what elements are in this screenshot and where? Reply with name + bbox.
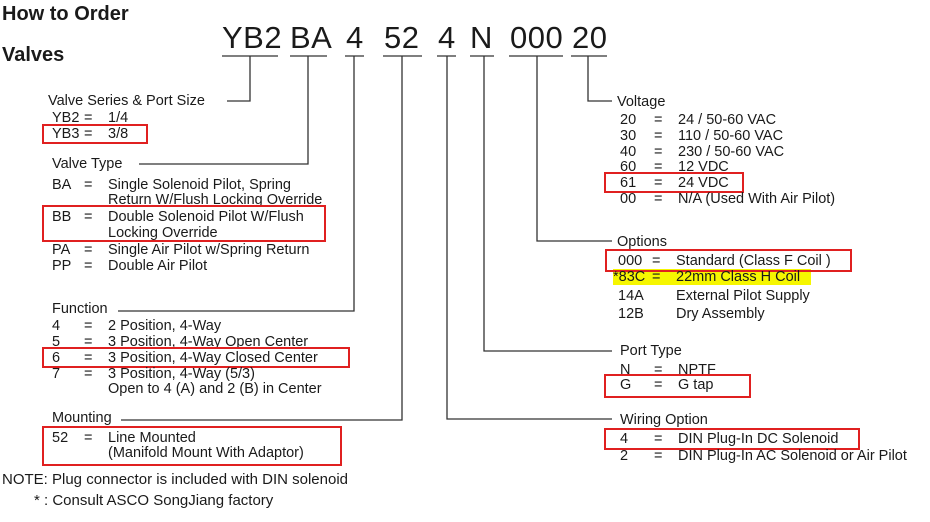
list-item: BA=Single Solenoid Pilot, Spring: [52, 177, 291, 193]
list-item: 60=12 VDC: [620, 159, 729, 175]
port-type-label: Port Type: [620, 343, 682, 359]
list-item: 6=3 Position, 4-Way Closed Center: [52, 350, 318, 366]
highlight-box-options-000: [605, 249, 852, 272]
leader-series: [227, 56, 251, 102]
list-item: 4=2 Position, 4-Way: [52, 318, 222, 334]
code-seg-type: BA: [290, 20, 333, 55]
list-item: 4=DIN Plug-In DC Solenoid: [620, 431, 839, 447]
highlight-box-wiring-4: [604, 428, 860, 450]
leader-options: [536, 56, 612, 242]
list-item-cont: Open to 4 (A) and 2 (B) in Center: [108, 381, 322, 397]
code-seg-function: 4: [346, 20, 364, 55]
list-item: 2=DIN Plug-In AC Solenoid or Air Pilot: [620, 448, 907, 464]
leader-wiring: [446, 56, 612, 420]
highlight-box-port-g: [604, 374, 751, 398]
list-item: YB2=1/4: [52, 110, 129, 126]
list-item: 40=230 / 50-60 VAC: [620, 144, 785, 160]
highlight-83c: [613, 269, 811, 285]
footnote-text: * : Consult ASCO SongJiang factory: [34, 492, 274, 509]
code-seg-mounting: 52: [384, 20, 420, 55]
highlight-box-yb3: [42, 124, 148, 144]
code-seg-options: 000: [510, 20, 564, 55]
valve-type-label: Valve Type: [52, 156, 123, 172]
function-label: Function: [52, 301, 108, 317]
code-seg-series: YB2: [222, 20, 283, 55]
code-seg-voltage: 20: [572, 20, 608, 55]
highlight-box-mounting-52: [42, 426, 342, 466]
leader-type: [139, 56, 309, 165]
list-item: YB3=3/8: [52, 126, 129, 142]
note-text: NOTE: Plug connector is included with DI…: [2, 471, 348, 488]
list-item: 20=24 / 50-60 VAC: [620, 112, 777, 128]
list-item-cont: Locking Override: [108, 225, 218, 241]
list-item: BB=Double Solenoid Pilot W/Flush: [52, 209, 304, 225]
leader-function: [118, 56, 355, 312]
list-item: G=G tap: [620, 377, 714, 393]
options-label: Options: [617, 234, 667, 250]
leader-voltage: [587, 56, 612, 102]
list-item: 52=Line Mounted: [52, 430, 196, 446]
list-item: 61=24 VDC: [620, 175, 729, 191]
wiring-label: Wiring Option: [620, 412, 708, 428]
page-subtitle: Valves: [2, 44, 65, 66]
list-item: PA=Single Air Pilot w/Spring Return: [52, 242, 310, 258]
list-item: *83C=22mm Class H Coil: [613, 269, 801, 285]
highlight-box-voltage-61: [604, 172, 744, 193]
list-item: 7=3 Position, 4-Way (5/3): [52, 366, 255, 382]
valve-series-label: Valve Series & Port Size: [48, 93, 205, 109]
code-seg-port: N: [470, 20, 493, 55]
list-item: 00=N/A (Used With Air Pilot): [620, 191, 836, 207]
list-item: PP=Double Air Pilot: [52, 258, 208, 274]
highlight-box-bb: [42, 205, 326, 242]
list-item: 30=110 / 50-60 VAC: [620, 128, 784, 144]
voltage-label: Voltage: [617, 94, 666, 110]
list-item: 000=Standard (Class F Coil ): [618, 253, 831, 269]
code-seg-wiring: 4: [438, 20, 456, 55]
page-title: How to Order: [2, 3, 129, 25]
leader-port: [483, 56, 612, 352]
list-item-cont: Return W/Flush Locking Override: [108, 192, 323, 208]
list-item: 5=3 Position, 4-Way Open Center: [52, 334, 309, 350]
mounting-label: Mounting: [52, 410, 112, 426]
leader-mounting: [121, 56, 403, 421]
list-item-cont: (Manifold Mount With Adaptor): [108, 445, 304, 461]
highlight-box-function-6: [42, 347, 350, 368]
